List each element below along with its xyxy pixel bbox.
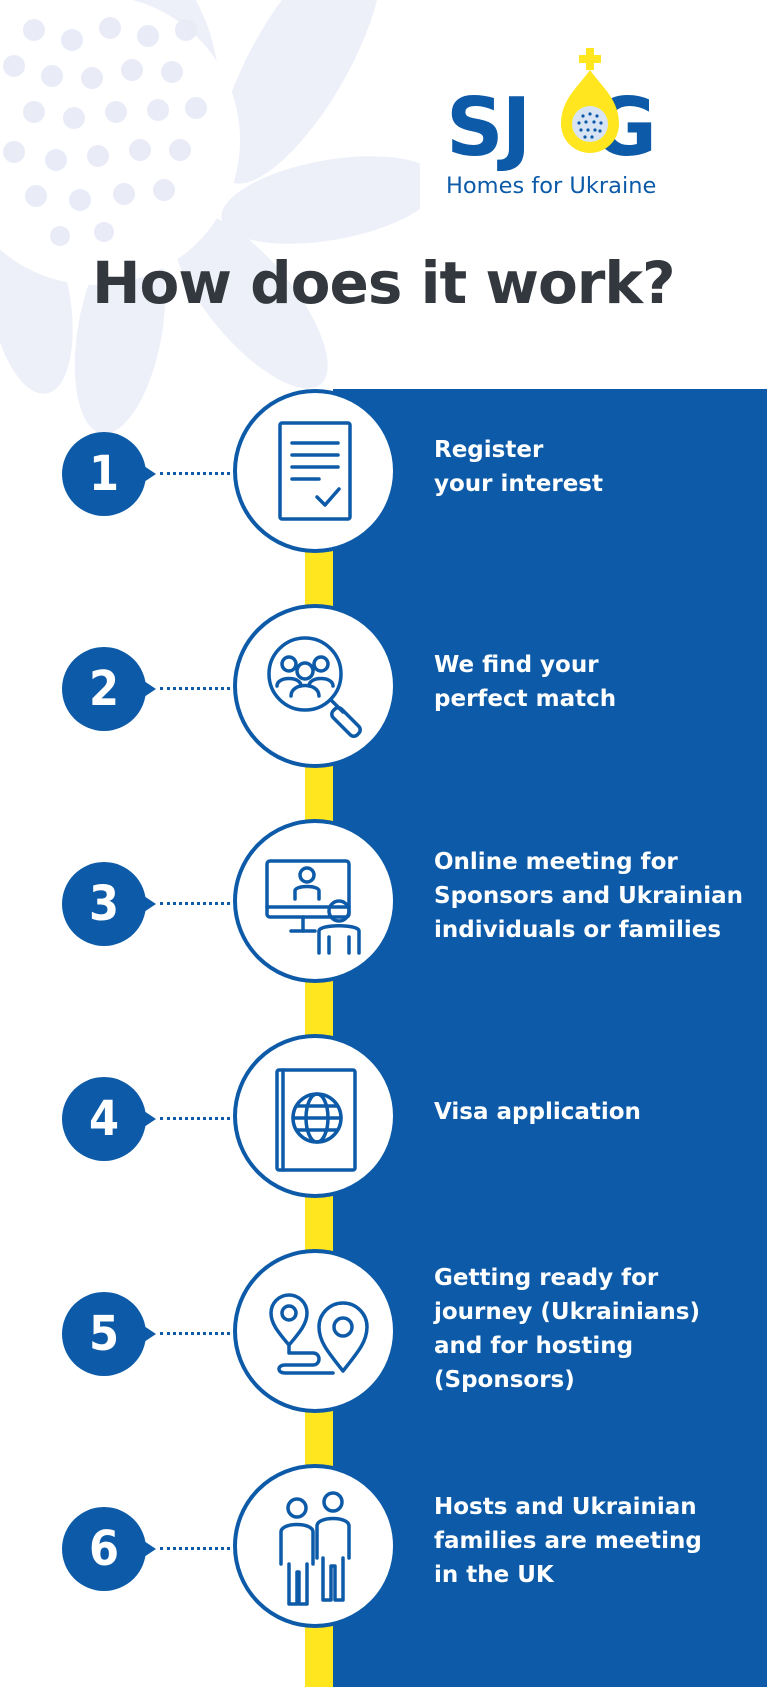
step-label-line: Online meeting for [434, 849, 678, 875]
dotted-connector [160, 687, 230, 690]
step-icon-circle [233, 1464, 397, 1628]
dotted-connector [160, 1117, 230, 1120]
step-label-line: Register [434, 437, 544, 463]
step-number: 4 [88, 1091, 120, 1147]
logo-wordmark-part1: SJ [446, 81, 531, 174]
step-2: 2 We find your perfect match [0, 604, 767, 774]
step-label: Getting ready for journey (Ukrainians) a… [434, 1261, 754, 1397]
number-badge-shape [62, 647, 156, 731]
step-label-line: individuals or families [434, 917, 722, 943]
step-4: 4 Visa application [0, 1034, 767, 1204]
step-label-line: and for hosting [434, 1333, 634, 1359]
number-badge-shape [62, 432, 156, 516]
step-label: Register your interest [434, 433, 754, 501]
dotted-connector [160, 902, 230, 905]
number-badge-shape [62, 1077, 156, 1161]
online-meeting-icon [265, 859, 361, 955]
sunflower-background-graphic [0, 0, 420, 434]
step-label-line: Sponsors and Ukrainian [434, 883, 743, 909]
step-icon-circle [233, 1034, 397, 1198]
step-number: 3 [88, 876, 120, 932]
step-label-line: your interest [434, 471, 603, 497]
step-icon-circle [233, 819, 397, 983]
step-label-line: (Sponsors) [434, 1367, 575, 1393]
step-6: 6 Hosts and Ukrainian families are meeti… [0, 1464, 767, 1634]
page-title: How does it work? [92, 249, 676, 317]
people-search-icon [267, 636, 362, 738]
step-label: Hosts and Ukrainian families are meeting… [434, 1490, 754, 1592]
number-badge-shape [62, 1507, 156, 1591]
step-number: 1 [88, 446, 120, 502]
dotted-connector [160, 1547, 230, 1550]
logo-subtitle: Homes for Ukraine [446, 173, 657, 199]
step-label-line: journey (Ukrainians) [434, 1299, 700, 1325]
step-label-line: Visa application [434, 1099, 641, 1125]
step-5: 5 Getting ready for journey (Ukrainians)… [0, 1249, 767, 1419]
step-icon-circle [233, 604, 397, 768]
step-label: We find your perfect match [434, 648, 754, 716]
dotted-connector [160, 472, 230, 475]
step-label: Online meeting for Sponsors and Ukrainia… [434, 845, 754, 947]
step-label-line: families are meeting [434, 1528, 702, 1554]
meeting-people-icon [279, 1491, 351, 1606]
step-label: Visa application [434, 1095, 754, 1129]
step-icon-circle [233, 389, 397, 553]
number-badge-shape [62, 1292, 156, 1376]
step-number: 2 [88, 661, 120, 717]
sunflower-cross-icon [561, 48, 619, 153]
step-3: 3 Online meeting for Sponsors and Ukrain… [0, 819, 767, 989]
step-label-line: perfect match [434, 686, 617, 712]
step-number: 6 [88, 1521, 120, 1577]
step-icon-circle [233, 1249, 397, 1413]
map-route-icon [269, 1293, 369, 1375]
blue-background-panel [333, 389, 767, 1687]
passport-icon [275, 1068, 357, 1172]
document-check-icon [278, 421, 352, 521]
step-1: 1 Register your interest [0, 389, 767, 559]
step-label-line: Hosts and Ukrainian [434, 1494, 697, 1520]
step-label-line: Getting ready for [434, 1265, 659, 1291]
step-number: 5 [88, 1306, 120, 1362]
dotted-connector [160, 1332, 230, 1335]
step-label-line: We find your [434, 652, 599, 678]
number-badge-shape [62, 862, 156, 946]
step-label-line: in the UK [434, 1562, 554, 1588]
